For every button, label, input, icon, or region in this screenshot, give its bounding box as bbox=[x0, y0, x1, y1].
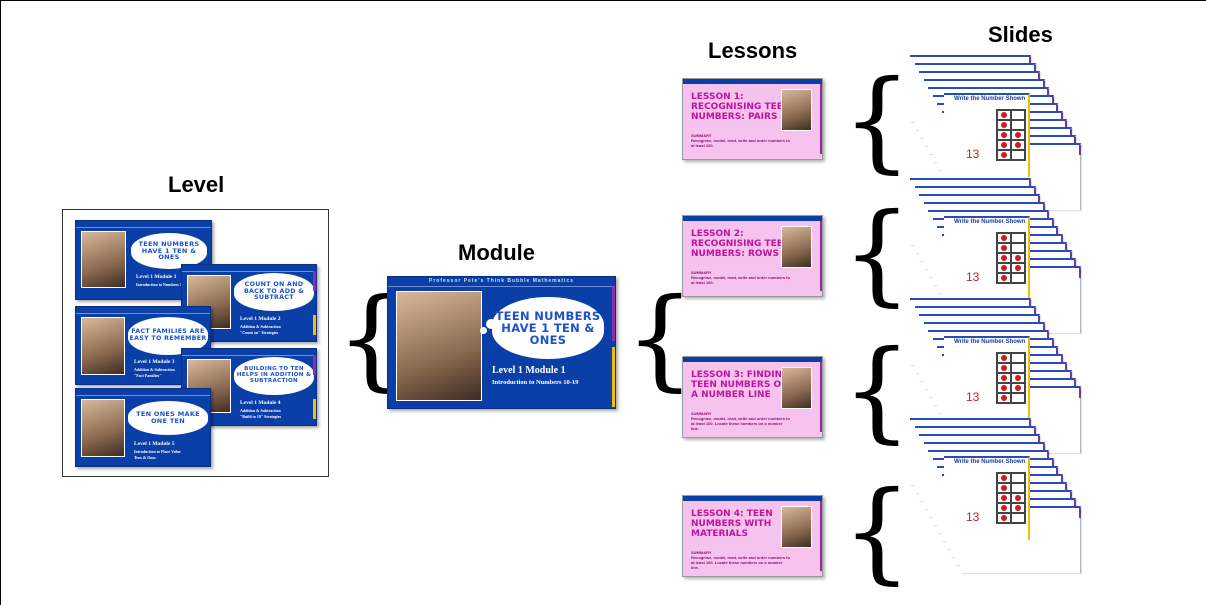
lesson-summary: Recognise, model, read, write and order … bbox=[691, 555, 790, 570]
lesson-summary-head: SUMMARY bbox=[691, 411, 712, 416]
child-photo bbox=[781, 367, 812, 409]
brace-lesson-2-slides: { bbox=[842, 189, 912, 317]
lesson-summary: Recognise, model, read, write and order … bbox=[691, 416, 790, 431]
lesson-summary-head: SUMMARY bbox=[691, 133, 712, 138]
lessons-heading: Lessons bbox=[708, 38, 798, 63]
card-subtitle: Addition & Subtraction bbox=[240, 324, 281, 329]
card-subtitle-2: Tens & Ones bbox=[134, 455, 156, 460]
slide-title: Write the Number Shown bbox=[954, 96, 1026, 102]
lesson-title: LESSON 1: RECOGNISING TEEN NUMBERS: PAIR… bbox=[691, 92, 791, 122]
lesson-title: LESSON 4: TEEN NUMBERS WITH MATERIALS bbox=[691, 509, 773, 539]
card-subtitle-2: "Fact Families" bbox=[134, 373, 162, 378]
thought-dot bbox=[486, 319, 496, 329]
ten-frame bbox=[996, 109, 1026, 161]
thought-dot bbox=[480, 327, 487, 334]
think-cloud: COUNT ON AND BACK TO ADD & SUBTRACT bbox=[234, 273, 314, 311]
card-level-text: Level 1 Module 1 bbox=[136, 274, 177, 280]
module-heading: Module bbox=[458, 240, 535, 265]
child-photo bbox=[81, 317, 125, 375]
module-card[interactable]: Professor Pete's Think Bubble Mathematic… bbox=[387, 276, 616, 409]
level-card-module-5[interactable]: TEN ONES MAKE ONE TEN Level 1 Module 5 I… bbox=[75, 388, 211, 467]
brace-lesson-1-slides: { bbox=[842, 56, 912, 184]
slide-title: Write the Number Shown bbox=[954, 459, 1026, 465]
card-level-text: Level 1 Module 4 bbox=[240, 400, 281, 406]
card-level-text: Level 1 Module 3 bbox=[134, 359, 175, 365]
answer-number: 13 bbox=[966, 390, 980, 404]
module-banner: Professor Pete's Think Bubble Mathematic… bbox=[429, 278, 574, 284]
think-cloud: FACT FAMILIES ARE EASY TO REMEMBER bbox=[128, 317, 208, 355]
lesson-summary: Recognise, model, read, write and order … bbox=[691, 138, 790, 148]
card-level-text: Level 1 Module 5 bbox=[134, 441, 175, 447]
think-cloud: BUILDING TO TEN HELPS IN ADDITION & SUBT… bbox=[234, 357, 314, 395]
child-photo bbox=[781, 506, 812, 548]
level-card-module-4[interactable]: BUILDING TO TEN HELPS IN ADDITION & SUBT… bbox=[181, 348, 317, 426]
card-level-text: Level 1 Module 2 bbox=[240, 316, 281, 322]
lesson-summary-head: SUMMARY bbox=[691, 270, 712, 275]
lesson-card-2[interactable]: LESSON 2: RECOGNISING TEEN NUMBERS: ROWS… bbox=[682, 215, 823, 297]
lesson-summary-head: SUMMARY bbox=[691, 550, 712, 555]
card-subtitle-2: "Build to 10" Strategies bbox=[240, 414, 281, 419]
slide-title: Write the Number Shown bbox=[954, 219, 1026, 225]
slides-heading: Slides bbox=[988, 22, 1053, 47]
lesson-card-3[interactable]: LESSON 3: FINDING TEEN NUMBERS ON A NUMB… bbox=[682, 356, 823, 438]
slide-title: Write the Number Shown bbox=[954, 339, 1026, 345]
ten-frame bbox=[996, 232, 1026, 284]
lesson-card-4[interactable]: LESSON 4: TEEN NUMBERS WITH MATERIALS SU… bbox=[682, 495, 823, 577]
ten-frame bbox=[996, 352, 1026, 404]
think-cloud: TEEN NUMBERS HAVE 1 TEN & ONES bbox=[492, 297, 604, 359]
answer-number: 13 bbox=[966, 510, 980, 524]
module-level-text: Level 1 Module 1 bbox=[492, 365, 566, 376]
module-subtitle: Introduction to Numbers 10-19 bbox=[492, 379, 579, 386]
level-card-module-2[interactable]: COUNT ON AND BACK TO ADD & SUBTRACT Leve… bbox=[181, 264, 317, 342]
card-subtitle: Addition & Subtraction bbox=[134, 367, 175, 372]
child-photo bbox=[781, 226, 812, 268]
card-subtitle: Introduction to Place Value bbox=[134, 449, 181, 454]
answer-number: 13 bbox=[966, 147, 980, 161]
lesson-summary: Recognise, model, read, write and order … bbox=[691, 275, 790, 285]
lesson-title: LESSON 3: FINDING TEEN NUMBERS ON A NUMB… bbox=[691, 370, 790, 400]
ten-frame bbox=[996, 472, 1026, 524]
card-subtitle: Introduction to Numbers 10-19 bbox=[136, 282, 190, 287]
front-slide-write-number[interactable]: Write the Number Shown 13 bbox=[944, 93, 1030, 177]
child-photo bbox=[781, 89, 812, 131]
frame-left-border bbox=[0, 0, 1, 605]
front-slide-write-number[interactable]: Write the Number Shown 13 bbox=[944, 216, 1030, 300]
front-slide-write-number[interactable]: Write the Number Shown 13 bbox=[944, 456, 1030, 540]
brace-lesson-3-slides: { bbox=[842, 326, 912, 454]
child-photo bbox=[396, 291, 482, 401]
lesson-card-1[interactable]: LESSON 1: RECOGNISING TEEN NUMBERS: PAIR… bbox=[682, 78, 823, 160]
level-heading: Level bbox=[168, 172, 225, 197]
frame-top-border bbox=[0, 0, 1206, 1]
child-photo bbox=[81, 231, 126, 288]
lesson-title: LESSON 2: RECOGNISING TEEN NUMBERS: ROWS bbox=[691, 229, 791, 259]
card-subtitle-2: "Count on" Strategies bbox=[240, 330, 279, 335]
brace-lesson-4-slides: { bbox=[842, 467, 912, 595]
think-cloud: TEN ONES MAKE ONE TEN bbox=[128, 401, 208, 435]
answer-number: 13 bbox=[966, 270, 980, 284]
card-subtitle: Addition & Subtraction bbox=[240, 408, 281, 413]
child-photo bbox=[81, 399, 125, 457]
level-box: TEEN NUMBERS HAVE 1 TEN & ONES Level 1 M… bbox=[62, 209, 329, 477]
think-cloud: TEEN NUMBERS HAVE 1 TEN & ONES bbox=[131, 233, 207, 269]
front-slide-write-number[interactable]: Write the Number Shown 13 bbox=[944, 336, 1030, 420]
